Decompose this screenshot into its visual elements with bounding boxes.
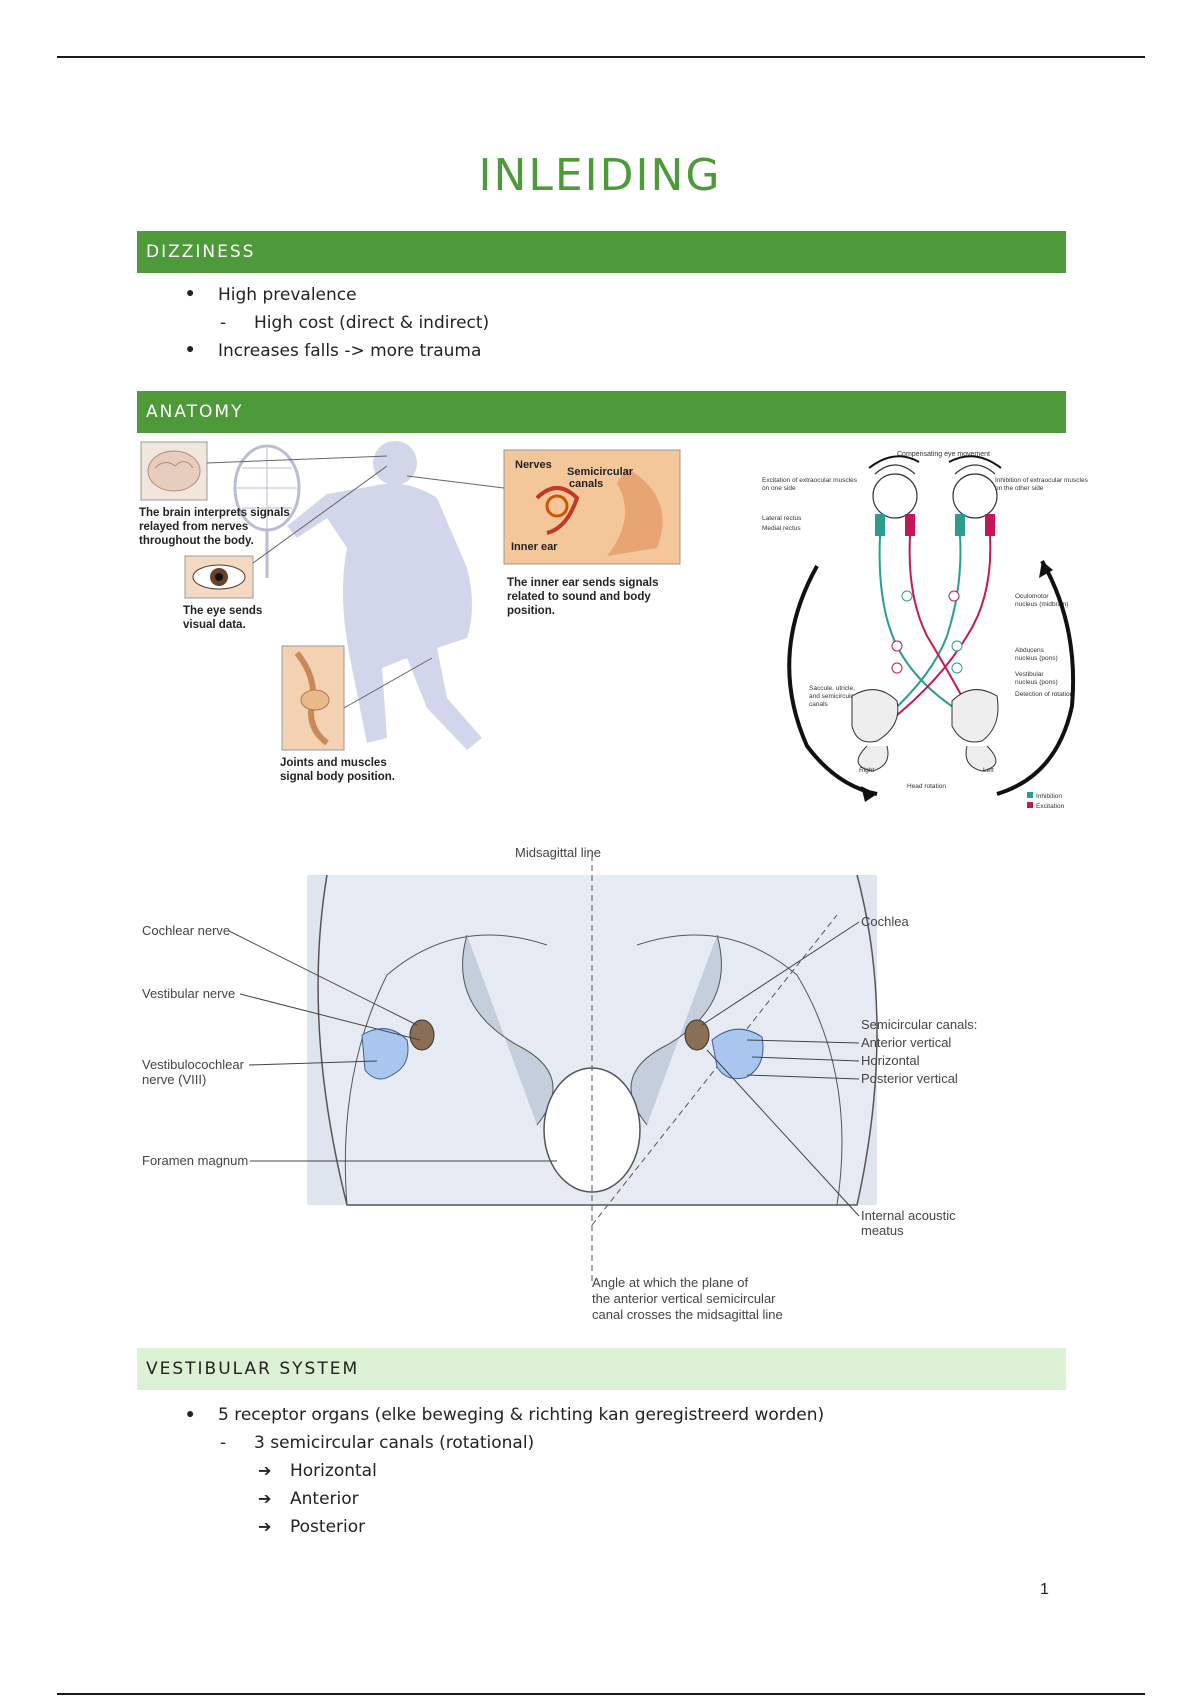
svg-text:nucleus (pons): nucleus (pons) xyxy=(1015,655,1058,662)
svg-text:Midsagittal line: Midsagittal line xyxy=(515,845,601,860)
svg-text:Posterior vertical: Posterior vertical xyxy=(861,1071,958,1086)
list-item: 3 semicircular canals (rotational) xyxy=(254,1433,535,1453)
skull-base-diagram: Midsagittal line Cochlear nerve Vestibul… xyxy=(137,825,1066,1325)
svg-text:Vestibulocochlear: Vestibulocochlear xyxy=(142,1057,245,1072)
svg-text:Inner ear: Inner ear xyxy=(511,541,558,553)
brain-caption: The brain interprets signals relayed fro… xyxy=(139,507,293,547)
page-number: 1 xyxy=(1040,1581,1049,1598)
svg-text:Left: Left xyxy=(983,767,994,774)
svg-text:Anterior vertical: Anterior vertical xyxy=(861,1035,951,1050)
dash-marker: - xyxy=(220,1433,227,1453)
svg-text:and semicircular: and semicircular xyxy=(809,693,857,700)
eye-caption: The eye sends visual data. xyxy=(183,605,265,631)
eye-right-icon xyxy=(952,464,998,519)
dash-marker: - xyxy=(220,313,227,333)
right-inner-ear-icon xyxy=(684,1019,764,1080)
svg-text:Medial rectus: Medial rectus xyxy=(762,525,801,532)
svg-text:canals: canals xyxy=(809,701,829,708)
section-heading-dizziness: DIZZINESS xyxy=(137,231,1066,273)
svg-text:meatus: meatus xyxy=(861,1223,904,1238)
svg-text:Nerves: Nerves xyxy=(515,459,552,471)
inner-ear-right-icon xyxy=(951,689,999,772)
svg-text:Lateral rectus: Lateral rectus xyxy=(762,515,802,522)
svg-text:Head rotation: Head rotation xyxy=(907,783,946,790)
list-item: High cost (direct & indirect) xyxy=(254,313,490,333)
svg-text:Abducens: Abducens xyxy=(1015,647,1045,654)
svg-text:Excitation of extraocular musc: Excitation of extraocular muscles xyxy=(762,477,858,484)
list-item: 5 receptor organs (elke beweging & richt… xyxy=(218,1405,825,1425)
list-item: Posterior xyxy=(290,1517,366,1537)
list-item: High prevalence xyxy=(218,285,357,305)
svg-text:on one side: on one side xyxy=(762,485,796,492)
bottom-rule xyxy=(57,1693,1145,1695)
arrow-right-icon: ➔ xyxy=(258,1519,272,1536)
vor-diagram: Compensating eye movement Excitation of … xyxy=(757,446,1102,811)
svg-text:Angle at which the plane of: Angle at which the plane of xyxy=(592,1275,748,1290)
svg-text:Detection of rotation: Detection of rotation xyxy=(1015,691,1074,698)
svg-text:Semicircular: Semicircular xyxy=(567,466,634,478)
svg-text:Cochlear nerve: Cochlear nerve xyxy=(142,923,230,938)
svg-text:on the other side: on the other side xyxy=(995,485,1044,492)
svg-text:Foramen magnum: Foramen magnum xyxy=(142,1153,248,1168)
inner-ear-caption: The inner ear sends signals related to s… xyxy=(507,577,662,617)
svg-text:Saccule, utricle,: Saccule, utricle, xyxy=(809,685,855,692)
human-silhouette xyxy=(287,441,482,750)
left-inner-ear-icon xyxy=(361,1019,435,1080)
svg-text:nucleus (pons): nucleus (pons) xyxy=(1015,679,1058,686)
svg-text:nerve (VIII): nerve (VIII) xyxy=(142,1072,206,1087)
svg-text:Excitation: Excitation xyxy=(1036,803,1065,810)
svg-text:Vestibular: Vestibular xyxy=(1015,671,1044,678)
svg-text:the anterior vertical semicirc: the anterior vertical semicircular xyxy=(592,1291,776,1306)
joints-caption: Joints and muscles signal body position. xyxy=(280,757,395,783)
bullet-icon: ● xyxy=(186,1405,195,1421)
svg-text:canal crosses the midsagittal: canal crosses the midsagittal line xyxy=(592,1307,783,1322)
svg-text:Vestibular nerve: Vestibular nerve xyxy=(142,986,235,1001)
svg-text:canals: canals xyxy=(569,478,603,490)
eye-left-icon xyxy=(872,464,918,519)
svg-text:Horizontal: Horizontal xyxy=(861,1053,920,1068)
inner-ear-left-icon xyxy=(851,689,899,772)
arrow-right-icon: ➔ xyxy=(258,1491,272,1508)
bullet-icon: ● xyxy=(186,284,195,300)
section-heading-vestibular-system: VESTIBULAR SYSTEM xyxy=(137,1348,1066,1390)
list-item: Anterior xyxy=(290,1489,359,1509)
page-title: INLEIDING xyxy=(478,150,722,201)
svg-text:Cochlea: Cochlea xyxy=(861,914,909,929)
svg-text:Compensating eye movement: Compensating eye movement xyxy=(897,451,990,458)
svg-text:Oculomotor: Oculomotor xyxy=(1015,593,1049,600)
svg-text:Semicircular canals:: Semicircular canals: xyxy=(861,1017,977,1032)
top-rule xyxy=(57,56,1145,58)
list-item: Horizontal xyxy=(290,1461,377,1481)
list-item: Increases falls -> more trauma xyxy=(218,341,482,361)
balance-system-figure: The brain interprets signals relayed fro… xyxy=(137,438,697,788)
section-heading-anatomy: ANATOMY xyxy=(137,391,1066,433)
arrow-right-icon: ➔ xyxy=(258,1463,272,1480)
svg-text:nucleus (midbrain): nucleus (midbrain) xyxy=(1015,601,1068,608)
svg-text:Right: Right xyxy=(859,767,874,774)
tennis-racket-icon xyxy=(233,444,301,578)
svg-text:Internal acoustic: Internal acoustic xyxy=(861,1208,956,1223)
bullet-icon: ● xyxy=(186,340,195,356)
svg-text:Inhibition: Inhibition xyxy=(1036,793,1062,800)
svg-text:Inhibition of extraocular musc: Inhibition of extraocular muscles xyxy=(995,477,1089,484)
